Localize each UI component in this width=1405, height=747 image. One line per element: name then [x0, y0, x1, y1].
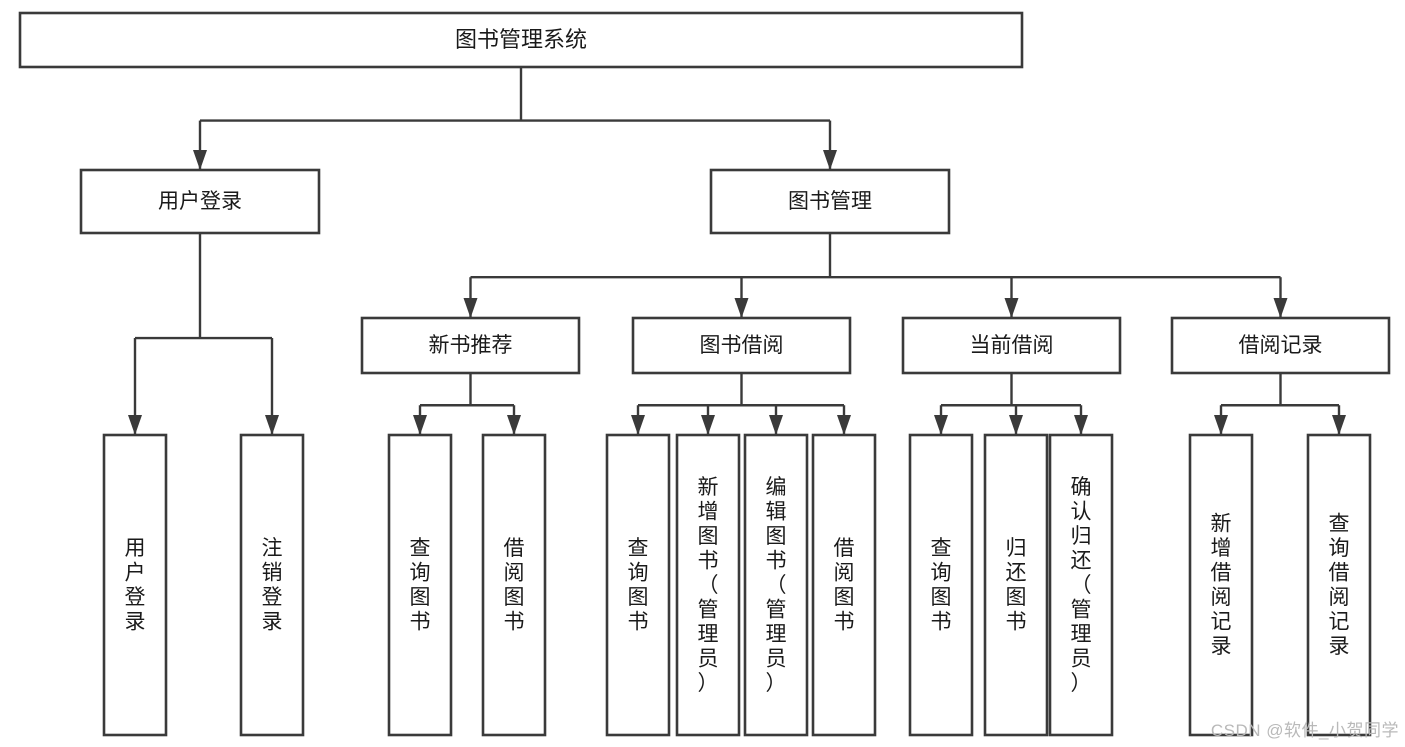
node-label: 借阅图书: [504, 537, 525, 634]
node-box[interactable]: [908, 433, 974, 737]
arrow-head: [507, 415, 521, 435]
arrow-head: [193, 150, 207, 170]
node-box[interactable]: [1170, 316, 1391, 375]
node-l2[interactable]: 注销登录: [239, 433, 305, 737]
connectors-layer: [128, 67, 1346, 435]
node-n3[interactable]: 新书推荐: [360, 316, 581, 375]
arrow-head: [701, 415, 715, 435]
node-l5[interactable]: 查询图书: [605, 433, 671, 737]
arrow-head: [823, 150, 837, 170]
node-label: 借阅图书: [834, 537, 855, 634]
node-label: 借阅记录: [1239, 334, 1323, 357]
node-l9[interactable]: 查询图书: [908, 433, 974, 737]
node-label: 当前借阅: [970, 334, 1054, 357]
node-box[interactable]: [1048, 433, 1114, 737]
arrow-head: [413, 415, 427, 435]
node-n1[interactable]: 用户登录: [79, 168, 321, 235]
node-box[interactable]: [102, 433, 168, 737]
node-box[interactable]: [605, 433, 671, 737]
node-box[interactable]: [360, 316, 581, 375]
arrow-head: [1214, 415, 1228, 435]
nodes-layer: 图书管理系统用户登录图书管理新书推荐图书借阅当前借阅借阅记录用户登录注销登录查询…: [18, 11, 1391, 737]
node-l3[interactable]: 查询图书: [387, 433, 453, 737]
node-n5[interactable]: 当前借阅: [901, 316, 1122, 375]
arrow-head: [1009, 415, 1023, 435]
node-l13[interactable]: 查询借阅记录: [1306, 433, 1372, 737]
node-box[interactable]: [901, 316, 1122, 375]
arrow-head: [934, 415, 948, 435]
node-n2[interactable]: 图书管理: [709, 168, 951, 235]
node-label: 图书借阅: [700, 334, 784, 357]
node-label: 查询图书: [410, 537, 431, 634]
node-l1[interactable]: 用户登录: [102, 433, 168, 737]
arrow-head: [128, 415, 142, 435]
arrow-head: [1004, 298, 1019, 318]
node-box[interactable]: [239, 433, 305, 737]
node-box[interactable]: [811, 433, 877, 737]
node-box[interactable]: [1188, 433, 1254, 737]
node-box[interactable]: [79, 168, 321, 235]
arrow-head: [734, 298, 749, 318]
node-l7[interactable]: 编辑图书（管理员）: [743, 433, 809, 737]
node-label: 查询借阅记录: [1329, 513, 1350, 659]
node-box[interactable]: [1306, 433, 1372, 737]
node-label: 图书管理系统: [455, 27, 587, 52]
node-label: 用户登录: [158, 190, 242, 213]
node-n0[interactable]: 图书管理系统: [18, 11, 1024, 69]
node-label: 新增图书（管理员）: [698, 476, 719, 695]
node-box[interactable]: [983, 433, 1049, 737]
node-box[interactable]: [743, 433, 809, 737]
arrow-head: [1273, 298, 1288, 318]
node-label: 新书推荐: [429, 334, 513, 357]
node-box[interactable]: [631, 316, 852, 375]
node-box[interactable]: [481, 433, 547, 737]
node-l4[interactable]: 借阅图书: [481, 433, 547, 737]
node-label: 查询图书: [931, 537, 952, 634]
arrow-head: [837, 415, 851, 435]
node-label: 图书管理: [788, 190, 872, 213]
node-l12[interactable]: 新增借阅记录: [1188, 433, 1254, 737]
node-label: 确认归还（管理员）: [1071, 476, 1092, 695]
node-label: 归还图书: [1006, 537, 1027, 634]
arrow-head: [463, 298, 478, 318]
node-n6[interactable]: 借阅记录: [1170, 316, 1391, 375]
arrow-head: [769, 415, 783, 435]
arrow-head: [631, 415, 645, 435]
node-n4[interactable]: 图书借阅: [631, 316, 852, 375]
node-label: 编辑图书（管理员）: [766, 476, 787, 695]
node-box[interactable]: [18, 11, 1024, 69]
node-l8[interactable]: 借阅图书: [811, 433, 877, 737]
node-l6[interactable]: 新增图书（管理员）: [675, 433, 741, 737]
node-l11[interactable]: 确认归还（管理员）: [1048, 433, 1114, 737]
node-box[interactable]: [709, 168, 951, 235]
node-label: 用户登录: [125, 537, 146, 634]
arrow-head: [1332, 415, 1346, 435]
node-label: 注销登录: [262, 537, 283, 634]
node-box[interactable]: [387, 433, 453, 737]
node-label: 新增借阅记录: [1211, 513, 1232, 659]
arrow-head: [265, 415, 279, 435]
node-label: 查询图书: [628, 537, 649, 634]
node-box[interactable]: [675, 433, 741, 737]
arrow-head: [1074, 415, 1088, 435]
node-l10[interactable]: 归还图书: [983, 433, 1049, 737]
